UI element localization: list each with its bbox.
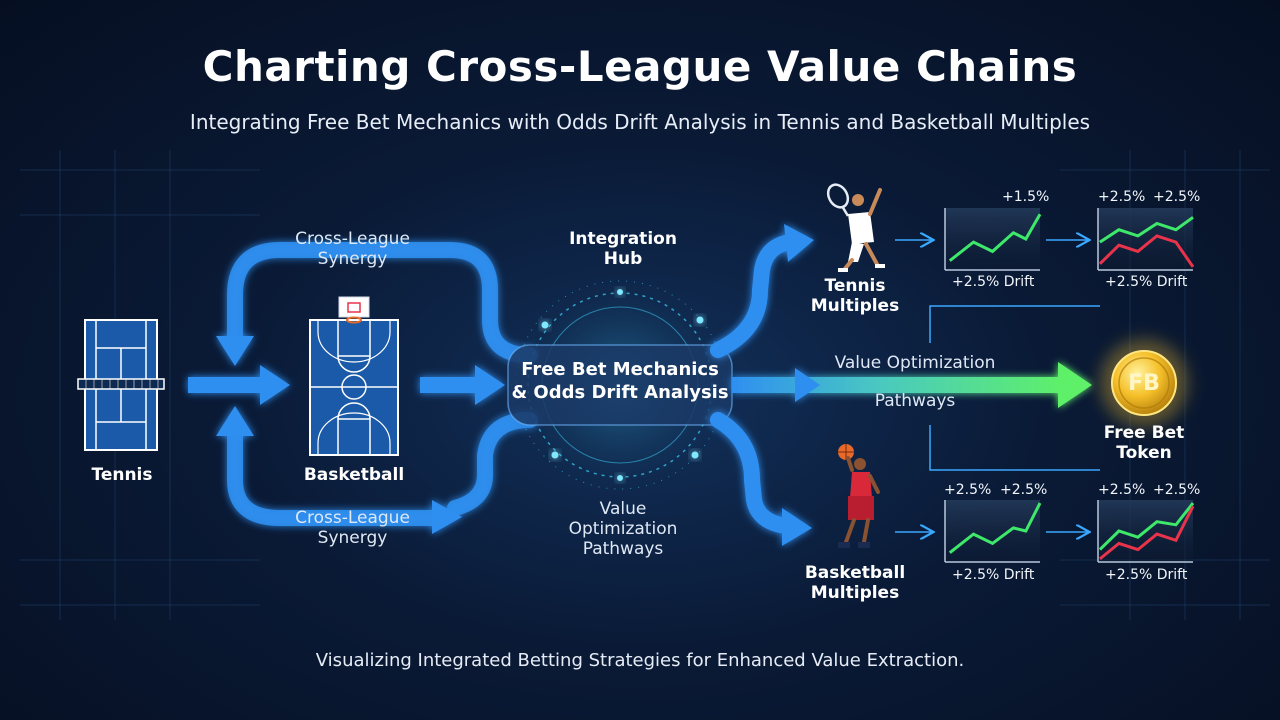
synergy-top-line-2: Synergy [317, 249, 388, 270]
value-optimization-flow [732, 362, 1092, 408]
hub-center-line-2: & Odds Drift Analysis [511, 382, 729, 404]
drift-chart-basketball-2 [1097, 500, 1195, 563]
basketball-multiples-label: Basketball Multiples [795, 563, 915, 603]
drift-line-red [1098, 234, 1195, 268]
page-title: Charting Cross-League Value Chains [202, 42, 1078, 91]
drift-badge: +2.5% [1098, 189, 1146, 205]
integration-hub-line-1: Integration [569, 229, 677, 249]
synergy-bottom-label: Cross-League Synergy [280, 508, 425, 548]
basketball-to-hub-arrow [420, 365, 505, 405]
drift-line-green [948, 213, 1042, 262]
tennis-to-basketball-arrow [188, 365, 290, 405]
value-pathways-main-line-1: Value Optimization [834, 353, 996, 373]
drift-chart-basketball-1 [944, 500, 1042, 563]
basketball-player-icon [838, 444, 880, 548]
drift-caption: +2.5% Drift [1105, 274, 1188, 290]
drift-badge: +1.5% [1002, 189, 1050, 205]
tennis-multiples-line-1: Tennis [824, 276, 886, 296]
basketball-court-icon [309, 296, 399, 456]
value-pathways-center-line-1: Value [599, 499, 647, 519]
tennis-multiples-label: Tennis Multiples [800, 276, 910, 316]
integration-hub-line-2: Hub [603, 249, 643, 270]
drift-caption: +2.5% Drift [1105, 567, 1188, 583]
drift-badge: +2.5% [1000, 482, 1048, 498]
value-pathways-center-label: Value Optimization Pathways [556, 499, 690, 559]
footer-caption: Visualizing Integrated Betting Strategie… [315, 650, 965, 671]
synergy-loop-top [216, 242, 538, 366]
drift-line-green [948, 502, 1042, 554]
tennis-label: Tennis [91, 465, 153, 485]
drift-badge: +2.5% [1098, 482, 1146, 498]
drift-caption: +2.5% Drift [952, 274, 1035, 290]
drift-line-green [1099, 216, 1194, 244]
basketball-multiples-line-2: Multiples [810, 583, 900, 604]
synergy-bottom-line-1: Cross-League [295, 508, 410, 528]
free-bet-token-icon [1100, 339, 1188, 427]
drift-badge: +2.5% [944, 482, 992, 498]
hub-to-tennis-flow [710, 224, 814, 358]
hub-center-line-1: Free Bet Mechanics [521, 359, 719, 380]
synergy-top-line-1: Cross-League [295, 229, 410, 249]
tennis-player-icon [826, 183, 885, 272]
page-subtitle: Integrating Free Bet Mechanics with Odds… [189, 110, 1091, 134]
drift-badge: +2.5% [1153, 189, 1201, 205]
value-pathways-center-line-2: Optimization [568, 519, 678, 540]
tennis-multiples-line-2: Multiples [810, 296, 900, 317]
token-glyph: FB [1128, 371, 1160, 396]
value-pathways-center-line-3: Pathways [582, 539, 664, 560]
synergy-top-label: Cross-League Synergy [280, 229, 425, 269]
hub-to-basketball-flow [710, 412, 812, 546]
thin-connectors [895, 240, 1100, 532]
drift-line-red [1098, 505, 1195, 561]
free-bet-token-label: Free Bet Token [1090, 423, 1198, 463]
synergy-bottom-line-2: Synergy [317, 528, 388, 549]
free-bet-token-line-1: Free Bet [1103, 423, 1185, 443]
basketball-multiples-line-1: Basketball [804, 563, 906, 583]
integration-hub [502, 267, 738, 503]
drift-badge: +2.5% [1153, 482, 1201, 498]
basketball-label: Basketball [303, 465, 405, 485]
free-bet-token-line-2: Token [1116, 443, 1172, 464]
integration-hub-label: Integration Hub [560, 229, 686, 269]
drift-chart-tennis-2 [1097, 208, 1195, 271]
value-pathways-main-line-2: Pathways [874, 391, 956, 411]
tennis-court-icon [77, 319, 165, 451]
hub-center-label: Free Bet Mechanics & Odds Drift Analysis [507, 358, 733, 405]
drift-line-green [1098, 502, 1195, 551]
drift-caption: +2.5% Drift [952, 567, 1035, 583]
drift-chart-tennis-1 [944, 208, 1042, 271]
